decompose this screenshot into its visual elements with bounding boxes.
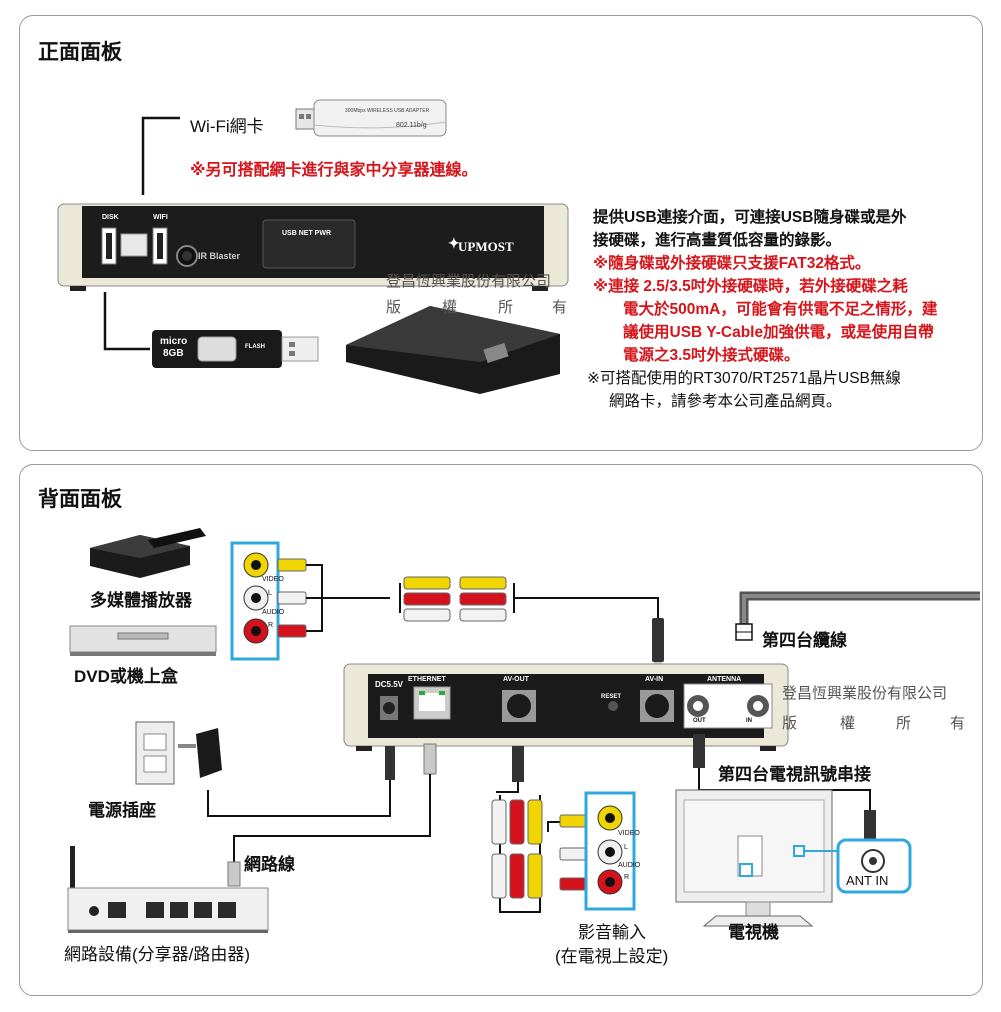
av-out-label: AV-OUT <box>503 676 529 683</box>
back-watermark-company: 登昌恆興業股份有限公司 <box>782 685 948 702</box>
front-description: 提供USB連接介面，可連接USB隨身碟或是外 接硬碟，進行高畫質低容量的錄影。 … <box>587 206 938 413</box>
av-tv-video: VIDEO <box>618 830 640 837</box>
back-watermark-r2: 權 <box>840 715 856 732</box>
back-watermark-r3: 所 <box>896 715 912 732</box>
av-tv-r: R <box>624 874 630 881</box>
usb-stick-line2: 8GB <box>163 348 184 359</box>
dvd-label: DVD或機上盒 <box>74 667 178 686</box>
wifi-note: ※另可搭配網卡進行與家中分享器連線。 <box>190 162 478 179</box>
back-watermark-r4: 有 <box>950 715 966 732</box>
catv-tv-label: 第四台電視訊號串接 <box>718 765 871 784</box>
ir-blaster-label: IR Blaster <box>198 251 241 261</box>
desc-line-2: 接硬碟，進行高畫質低容量的錄影。 <box>593 232 842 249</box>
wifi-card-label: Wi-Fi網卡 <box>190 117 264 136</box>
brand-logo: UPMOST <box>458 239 514 254</box>
usb-flash-drive-icon <box>152 330 319 368</box>
ant-in-label: ANT IN <box>846 873 889 888</box>
note-red-2: ※連接 2.5/3.5吋外接硬碟時，若外接硬碟之耗 <box>593 278 908 295</box>
note-black-1: ※可搭配使用的RT3070/RT2571晶片USB無線 <box>587 370 901 387</box>
antenna-label: ANTENNA <box>707 676 742 683</box>
note-red-1: ※隨身碟或外接硬碟只支援FAT32格式。 <box>593 255 871 272</box>
wifi-dongle-icon: 300Mbps WIRELESS USB ADAPTER <box>295 99 447 137</box>
dc-label: DC5.5V <box>375 680 404 689</box>
back-watermark-r1: 版 <box>782 715 798 732</box>
rca-input-panel-left <box>230 541 280 661</box>
front-watermark-r4: 有 <box>552 299 568 316</box>
usb-stick-line1: micro <box>160 336 188 347</box>
front-watermark-r2: 權 <box>442 299 458 316</box>
tv-label: 電視機 <box>728 923 779 942</box>
dongle-model-text: 802.11b/g <box>396 122 427 129</box>
av-left-l: L <box>268 590 272 597</box>
back-device-icon <box>343 663 789 751</box>
note-black-2: 網路卡，請參考本公司產品網頁。 <box>609 393 842 410</box>
svg-text:300Mbps WIRELESS USB ADAPTER: 300Mbps WIRELESS USB ADAPTER <box>345 108 430 114</box>
front-watermark-r3: 所 <box>498 299 514 316</box>
wall-socket-icon <box>135 721 222 785</box>
av-left-r: R <box>268 622 274 629</box>
device-wifi-label: WIFI <box>153 214 168 221</box>
front-panel-title: 正面面板 <box>38 41 122 64</box>
catv-cable-label: 第四台纜線 <box>762 631 847 650</box>
tv-icon <box>675 789 838 927</box>
desc-line-1: 提供USB連接介面，可連接USB隨身碟或是外 <box>593 209 907 226</box>
front-watermark-company: 登昌恆興業股份有限公司 <box>386 273 552 290</box>
av-input-sub-label: (在電視上設定) <box>555 947 669 966</box>
display-label: USB NET PWR <box>282 230 331 237</box>
av-left-video: VIDEO <box>262 576 284 583</box>
ant-in-box <box>836 838 912 894</box>
back-panel-section <box>19 464 983 996</box>
av-in-label: AV-IN <box>645 676 664 683</box>
media-player-label: 多媒體播放器 <box>90 591 192 610</box>
note-red-3: 電大於500mA，可能會有供電不足之情形，建 <box>623 301 938 318</box>
media-player-icon <box>90 528 206 578</box>
av-tv-audio: AUDIO <box>618 862 641 869</box>
external-hdd-icon <box>346 306 560 394</box>
svg-text:✦: ✦ <box>448 237 460 252</box>
ethernet-label: ETHERNET <box>408 676 446 683</box>
av-tv-l: L <box>624 844 628 851</box>
av-input-label: 影音輸入 <box>578 923 646 942</box>
reset-label: RESET <box>601 694 622 700</box>
back-panel-title: 背面面板 <box>38 488 122 511</box>
power-outlet-label: 電源插座 <box>88 801 156 820</box>
usb-stick-flash: FLASH <box>245 344 265 350</box>
catv-cable <box>735 591 980 641</box>
rca-cable-top <box>399 576 664 670</box>
dvd-player-icon <box>69 625 217 656</box>
av-left-audio: AUDIO <box>262 609 285 616</box>
note-red-5: 電源之3.5吋外接式硬碟。 <box>623 347 800 364</box>
note-red-4: 議使用USB Y-Cable加強供電，或是使用自帶 <box>623 324 934 341</box>
rca-input-panel-tv <box>584 791 636 911</box>
rca-cable-bottom <box>491 795 587 913</box>
ant-in-port-label: IN <box>746 718 752 724</box>
front-watermark-r1: 版 <box>386 299 402 316</box>
device-disk-label: DISK <box>102 214 119 221</box>
router-icon <box>67 846 269 933</box>
ant-out-label: OUT <box>693 718 706 724</box>
router-label: 網路設備(分享器/路由器) <box>64 945 251 964</box>
front-device-icon: ✦ <box>57 203 569 291</box>
network-cable-label: 網路線 <box>244 855 295 874</box>
